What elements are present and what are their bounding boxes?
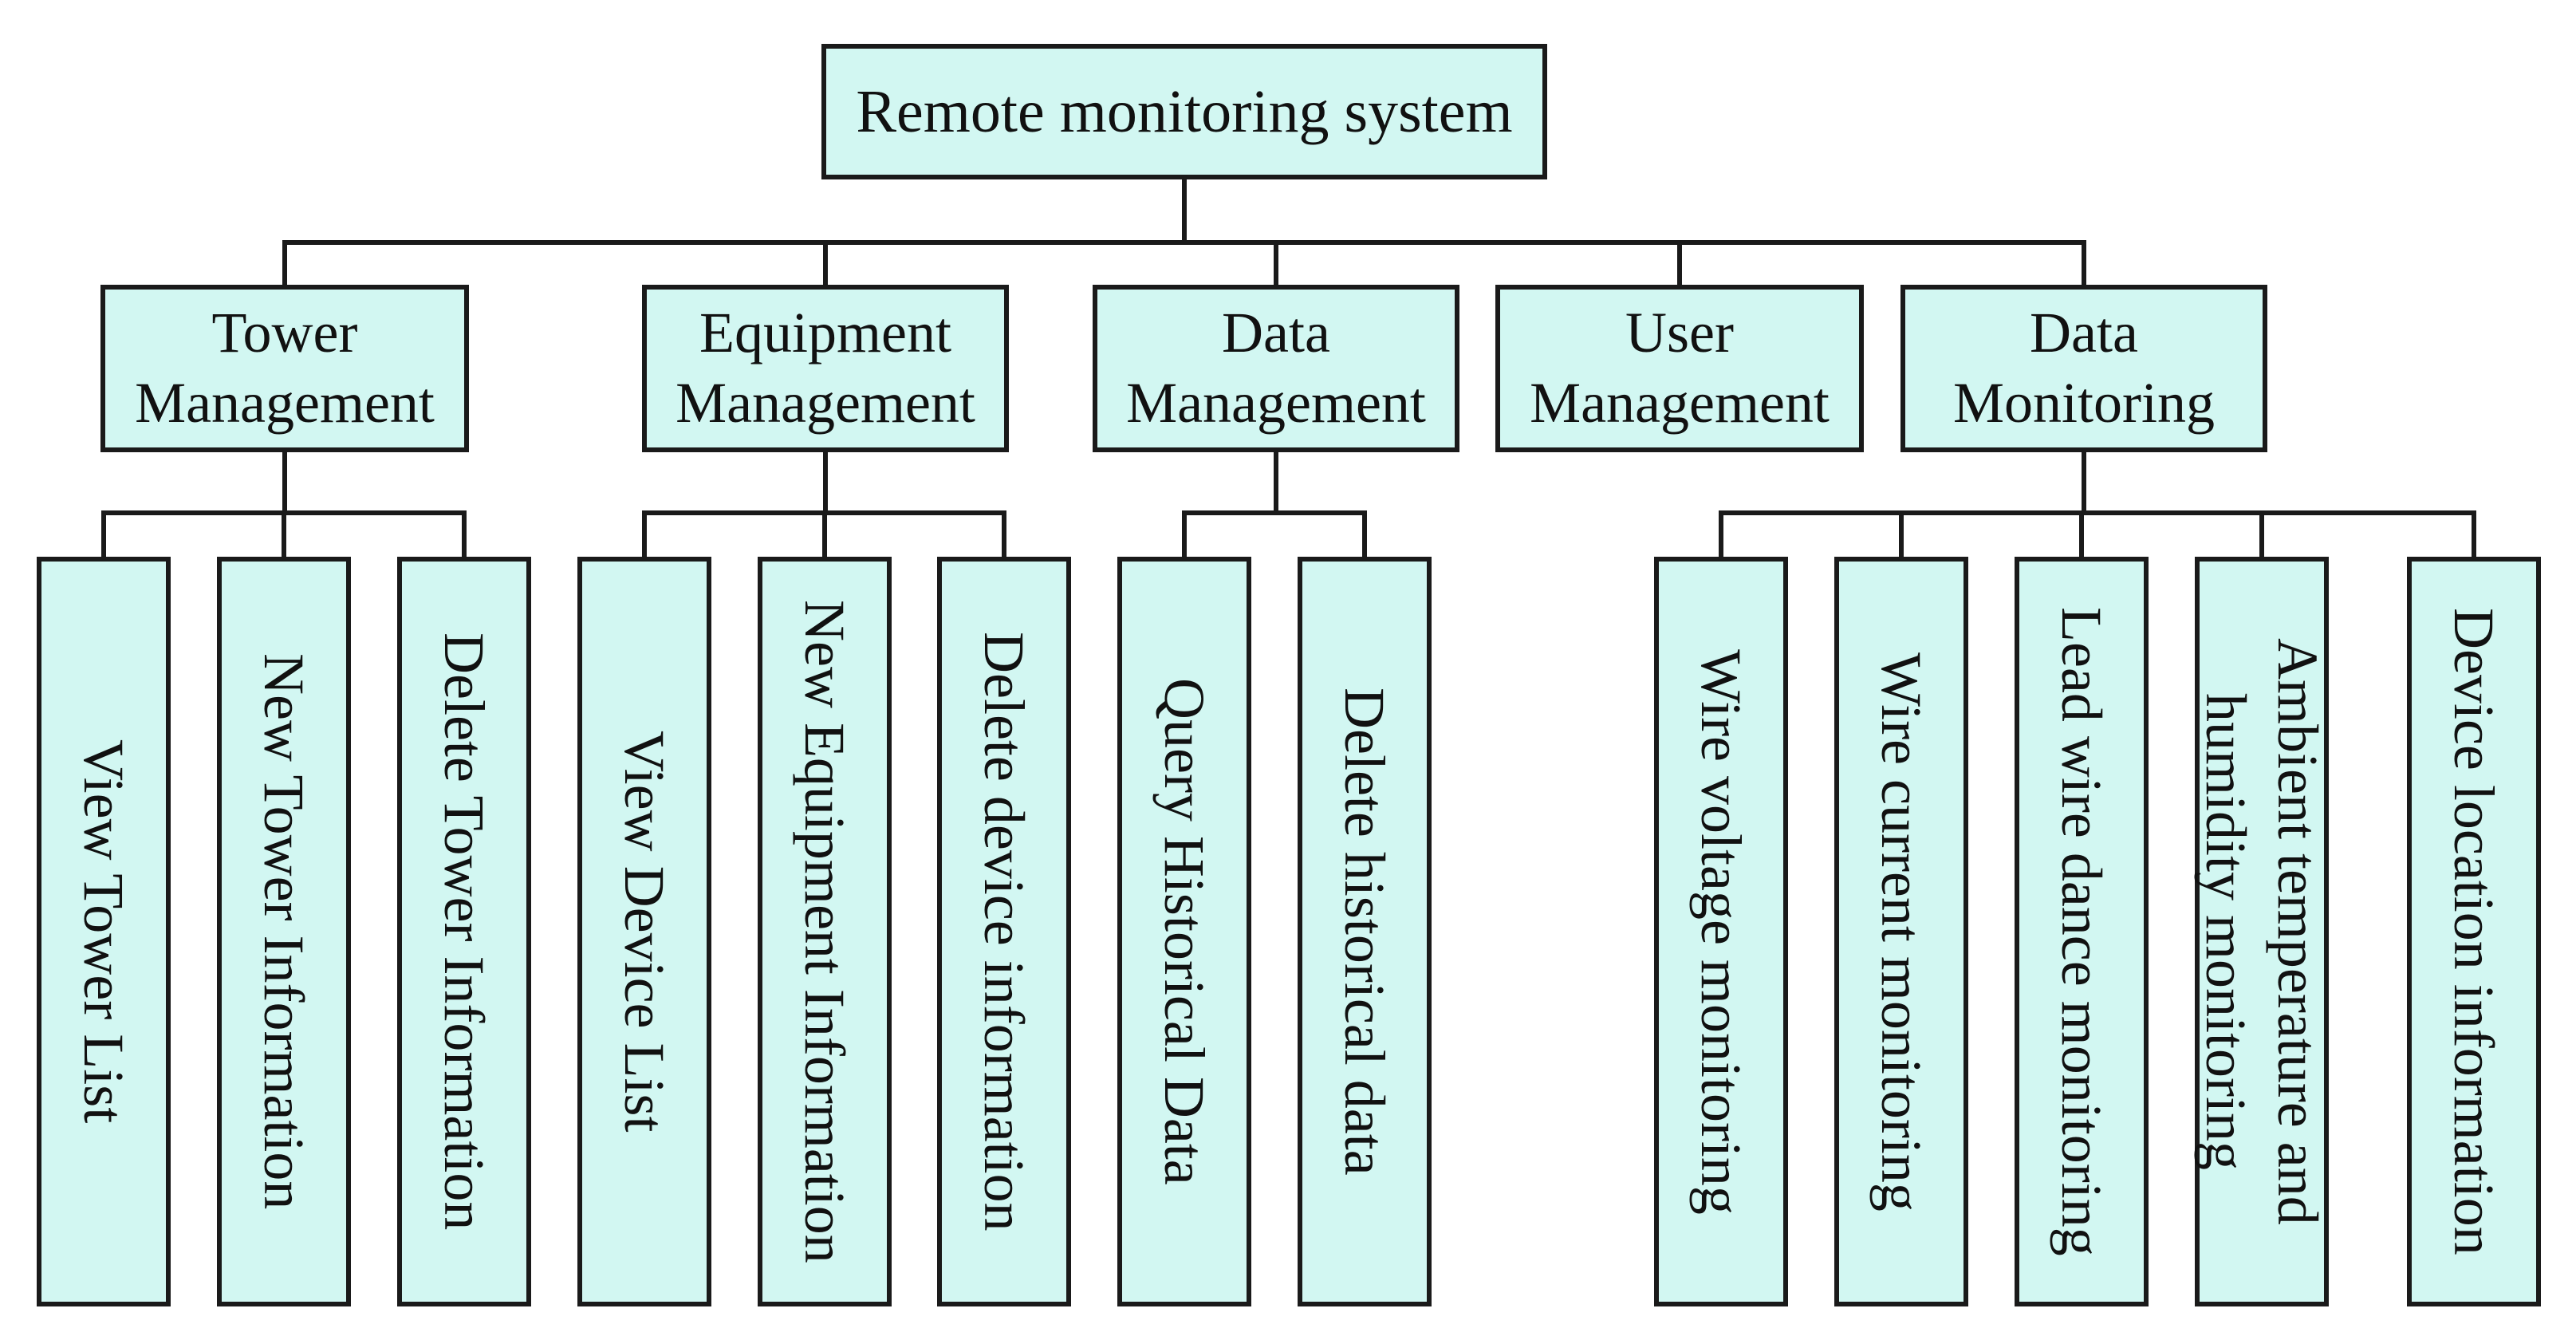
leaf-wire-current-monitoring: Wire current monitoring: [1834, 557, 1968, 1306]
leaf-query-historical-data: Query Historical Data: [1117, 557, 1251, 1306]
leaf-label: Lead wire dance monitoring: [2050, 607, 2113, 1256]
leaf-wire-voltage-monitoring: Wire voltage monitoring: [1654, 557, 1788, 1306]
leaf-label: View Tower List: [72, 739, 136, 1124]
module-data-monitoring: Data Monitoring: [1900, 285, 2267, 452]
module-tower-management: Tower Management: [100, 285, 469, 452]
leaf-label: Query Historical Data: [1152, 678, 1216, 1185]
leaf-label: New Equipment Information: [793, 600, 857, 1263]
module-data-management: Data Management: [1093, 285, 1459, 452]
leaf-delete-historical-data: Delete historical data: [1298, 557, 1432, 1306]
module-label: Data Monitoring: [1952, 301, 2215, 435]
module-label: Data Management: [1126, 301, 1426, 435]
module-equipment-management: Equipment Management: [642, 285, 1009, 452]
root-node: Remote monitoring system: [821, 44, 1547, 179]
module-label: Equipment Management: [676, 301, 975, 435]
leaf-label: Delete Tower Information: [432, 633, 496, 1231]
leaf-lead-wire-dance-monitoring: Lead wire dance monitoring: [2015, 557, 2149, 1306]
leaf-label: New Tower Information: [252, 653, 316, 1210]
leaf-new-equipment-information: New Equipment Information: [758, 557, 892, 1306]
leaf-delete-tower-information: Delete Tower Information: [397, 557, 531, 1306]
leaf-label: Device location information: [2442, 608, 2506, 1255]
leaf-view-device-list: View Device List: [577, 557, 711, 1306]
root-label: Remote monitoring system: [856, 77, 1513, 145]
leaf-label: Delete device information: [972, 632, 1036, 1232]
leaf-new-tower-information: New Tower Information: [217, 557, 351, 1306]
module-label: Tower Management: [135, 301, 435, 435]
module-user-management: User Management: [1495, 285, 1864, 452]
leaf-label: Wire voltage monitoring: [1689, 648, 1753, 1215]
leaf-label: View Device List: [612, 731, 676, 1133]
leaf-label: Wire current monitoring: [1869, 652, 1933, 1212]
module-label: User Management: [1530, 301, 1830, 435]
leaf-view-tower-list: View Tower List: [37, 557, 171, 1306]
leaf-delete-device-information: Delete device information: [937, 557, 1071, 1306]
leaf-ambient-temperature-humidity-monitoring: Ambient temperature and humidity monitor…: [2194, 557, 2330, 1306]
leaf-label: Delete historical data: [1333, 688, 1396, 1176]
leaf-device-location-information: Device location information: [2407, 557, 2541, 1306]
leaf-label: Ambient temperature and humidity monitor…: [2194, 638, 2330, 1225]
